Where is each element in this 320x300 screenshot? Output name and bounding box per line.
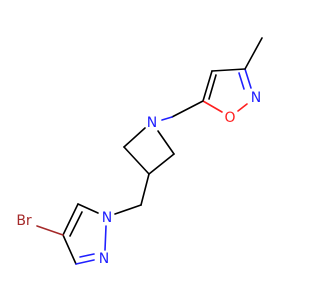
atom-o-isoxazole: O bbox=[224, 110, 235, 126]
bond-n2-n1 bbox=[104, 225, 107, 251]
bond-c3-ch2 bbox=[140, 173, 150, 206]
atom-n-isoxazole: N bbox=[251, 90, 261, 106]
bond-c5-c4 bbox=[62, 203, 79, 236]
atom-n1-pyrazole: N bbox=[102, 210, 112, 226]
bond-c4-c3 bbox=[62, 234, 77, 265]
atom-br: Br bbox=[16, 213, 32, 229]
bond-c5-c4-double bbox=[208, 74, 217, 100]
bond-n-o bbox=[237, 103, 248, 112]
bond-ch2-n-azetidine bbox=[161, 116, 173, 121]
bond-ch2-n1-pyrazole bbox=[114, 204, 142, 215]
bond-c4-c3 bbox=[211, 68, 246, 72]
azetidine-ring bbox=[123, 127, 175, 175]
pyrazole-ring bbox=[36, 203, 107, 265]
atom-n-azetidine: N bbox=[147, 115, 157, 131]
bond-c3-n2-double bbox=[79, 253, 95, 258]
bond-c3-n bbox=[244, 68, 252, 89]
bond-c3-methyl bbox=[244, 37, 263, 70]
isoxazole-ring bbox=[202, 37, 263, 113]
bond-n1-c5 bbox=[77, 203, 99, 214]
bond-c5-c4-double bbox=[69, 211, 83, 237]
bond-c4-n bbox=[123, 127, 146, 148]
molecule-structure: N O N N N Br bbox=[16, 37, 263, 267]
bond-c3-n-double bbox=[238, 72, 245, 90]
bond-c5-ch2 bbox=[171, 100, 204, 118]
bond-n-c2 bbox=[157, 130, 175, 155]
bond-c5-c4 bbox=[202, 70, 213, 102]
bond-o-c5 bbox=[202, 100, 223, 113]
atom-n2-pyrazole: N bbox=[99, 251, 109, 267]
bond-c3-c4 bbox=[123, 146, 150, 175]
bond-c4-br bbox=[36, 225, 64, 236]
bond-c2-c3 bbox=[148, 153, 175, 175]
bond-c3-n2 bbox=[75, 259, 95, 265]
